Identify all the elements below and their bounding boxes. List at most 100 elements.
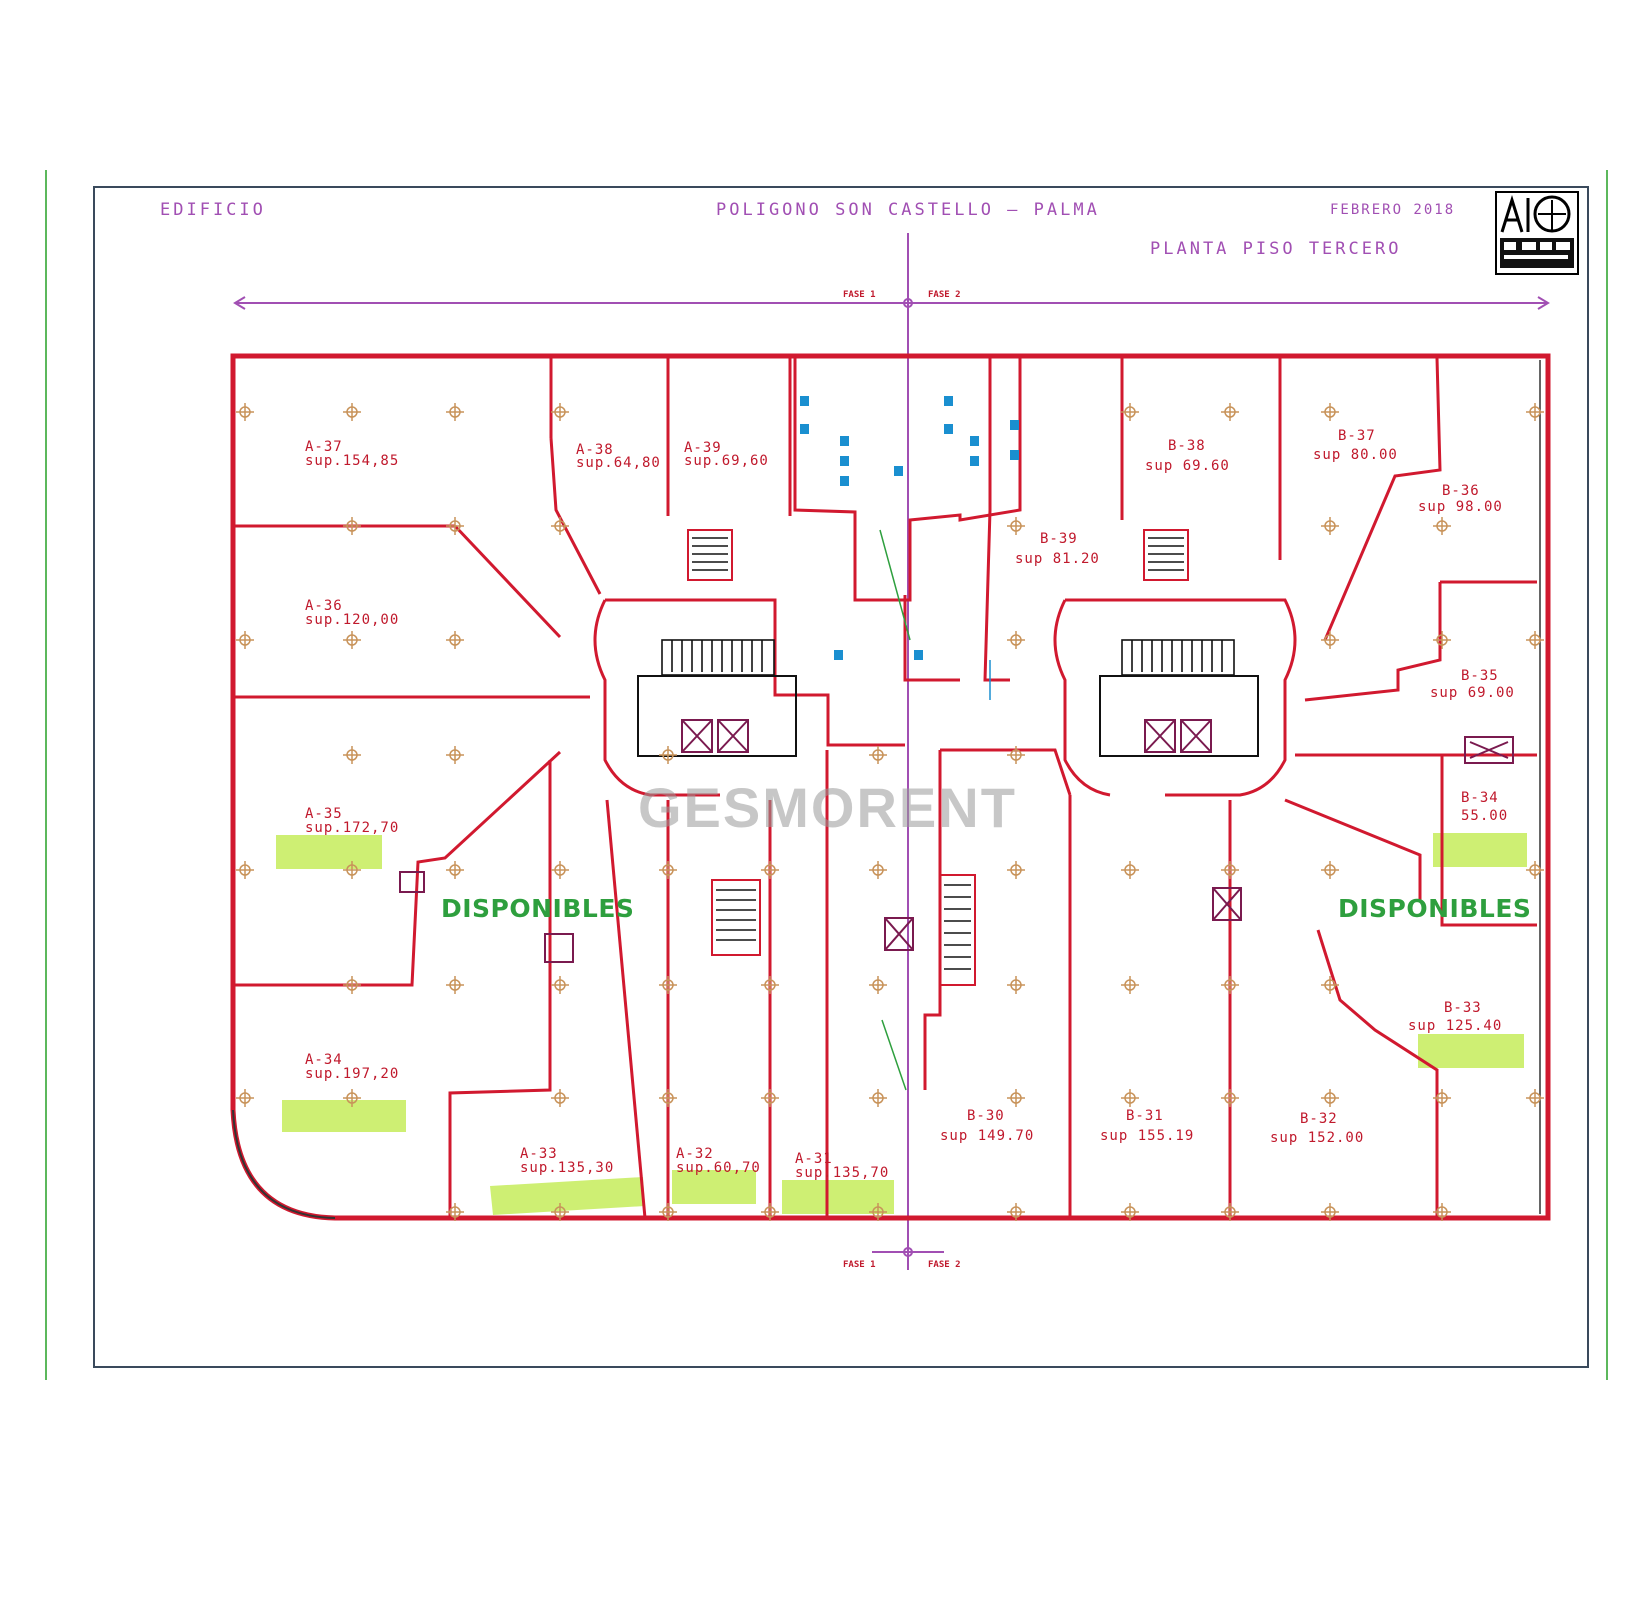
unit-b33-id: B-33 (1444, 1000, 1482, 1016)
ceiling-light-cross (1121, 1203, 1139, 1221)
phase-dimension-bottom (872, 1247, 944, 1257)
unit-b37-area: sup 80.00 (1313, 447, 1398, 463)
building-title: EDIFICIO (160, 200, 266, 220)
phase-dimension-top (233, 296, 1550, 310)
location-title: POLIGONO SON CASTELLO — PALMA (716, 200, 1100, 220)
ceiling-light-cross (551, 976, 569, 994)
ceiling-light-cross (1221, 1089, 1239, 1107)
ceiling-light-cross (343, 1089, 361, 1107)
ceiling-light-cross (236, 1089, 254, 1107)
ceiling-light-cross (761, 861, 779, 879)
ceiling-light-cross (659, 1203, 677, 1221)
ceiling-light-cross (236, 861, 254, 879)
ceiling-light-cross (659, 976, 677, 994)
unit-b35-area: sup 69.00 (1430, 685, 1515, 701)
ceiling-light-cross (1321, 517, 1339, 535)
ceiling-light-cross (236, 631, 254, 649)
unit-a38-id: A-38 (576, 442, 614, 458)
unit-b34-area: 55.00 (1461, 808, 1508, 824)
ceiling-light-markers (236, 403, 1544, 1221)
drawing-frame (93, 186, 1589, 1368)
available-label-right: DISPONIBLES (1338, 894, 1531, 923)
building-corner-curve (232, 1109, 336, 1219)
ceiling-light-cross (869, 1089, 887, 1107)
ceiling-light-cross (551, 861, 569, 879)
ceiling-light-cross (1221, 976, 1239, 994)
ceiling-light-cross (551, 1203, 569, 1221)
unit-a36-area: sup.120,00 (305, 612, 399, 628)
ceiling-light-cross (1007, 1203, 1025, 1221)
unit-b31-area: sup 155.19 (1100, 1128, 1194, 1144)
toilets-core (793, 358, 1022, 1091)
ceiling-light-cross (869, 861, 887, 879)
ceiling-light-cross (446, 976, 464, 994)
ceiling-light-cross (1221, 861, 1239, 879)
ceiling-light-cross (1433, 1203, 1451, 1221)
highlight-a35 (276, 835, 382, 869)
ceiling-light-cross (1121, 403, 1139, 421)
unit-a34-area: sup.197,20 (305, 1066, 399, 1082)
ceiling-light-cross (869, 976, 887, 994)
ceiling-light-cross (1121, 976, 1139, 994)
unit-b31-id: B-31 (1126, 1108, 1164, 1124)
ceiling-light-cross (1321, 861, 1339, 879)
ceiling-light-cross (1526, 1089, 1544, 1107)
unit-b32-id: B-32 (1300, 1111, 1338, 1127)
ceiling-light-cross (1007, 631, 1025, 649)
ceiling-light-cross (236, 403, 254, 421)
ceiling-light-cross (446, 517, 464, 535)
ceiling-light-cross (1007, 746, 1025, 764)
ceiling-light-cross (1433, 517, 1451, 535)
stair-icon (661, 529, 1235, 986)
unit-b30-area: sup 149.70 (940, 1128, 1034, 1144)
highlight-a31 (782, 1180, 894, 1214)
highlight-a34 (282, 1100, 406, 1132)
unit-b35-id: B-35 (1461, 668, 1499, 684)
ceiling-light-cross (761, 1203, 779, 1221)
highlight-a33 (490, 1177, 645, 1215)
unit-a39-area: sup.69,60 (684, 453, 769, 469)
unit-a31-area: sup.135,70 (795, 1165, 889, 1181)
ceiling-light-cross (446, 1203, 464, 1221)
highlight-b34 (1433, 833, 1527, 867)
available-label-left: DISPONIBLES (441, 894, 634, 923)
ceiling-light-cross (1007, 976, 1025, 994)
ceiling-light-cross (1121, 1089, 1139, 1107)
unit-a39-id: A-39 (684, 440, 722, 456)
ceiling-light-cross (446, 631, 464, 649)
ceiling-light-cross (1321, 976, 1339, 994)
unit-a34-id: A-34 (305, 1052, 343, 1068)
ceiling-light-cross (1007, 517, 1025, 535)
unit-b38-area: sup 69.60 (1145, 458, 1230, 474)
ceiling-light-cross (659, 1089, 677, 1107)
floor-label: PLANTA PISO TERCERO (1150, 239, 1401, 259)
ceiling-light-cross (343, 403, 361, 421)
unit-a37-id: A-37 (305, 439, 343, 455)
unit-b33-area: sup 125.40 (1408, 1018, 1502, 1034)
highlight-b33 (1418, 1034, 1524, 1068)
ceiling-light-cross (551, 517, 569, 535)
ceiling-light-cross (761, 1089, 779, 1107)
ceiling-light-cross (343, 976, 361, 994)
ceiling-light-cross (343, 517, 361, 535)
ceiling-light-cross (761, 976, 779, 994)
phase-1-label-top: FASE 1 (843, 290, 876, 300)
ceiling-light-cross (1433, 1089, 1451, 1107)
unit-b39-id: B-39 (1040, 531, 1078, 547)
unit-b39-area: sup 81.20 (1015, 551, 1100, 567)
unit-a33-id: A-33 (520, 1146, 558, 1162)
unit-b36-area: sup 98.00 (1418, 499, 1503, 515)
ceiling-light-cross (1121, 861, 1139, 879)
availability-highlights (276, 833, 1527, 1215)
ceiling-light-cross (446, 746, 464, 764)
unit-b38-id: B-38 (1168, 438, 1206, 454)
ceiling-light-cross (1433, 631, 1451, 649)
ceiling-light-cross (1007, 1089, 1025, 1107)
ceiling-light-cross (1321, 1089, 1339, 1107)
ceiling-light-cross (1526, 631, 1544, 649)
ceiling-light-cross (343, 631, 361, 649)
ceiling-light-cross (343, 861, 361, 879)
highlight-a32 (672, 1170, 756, 1204)
